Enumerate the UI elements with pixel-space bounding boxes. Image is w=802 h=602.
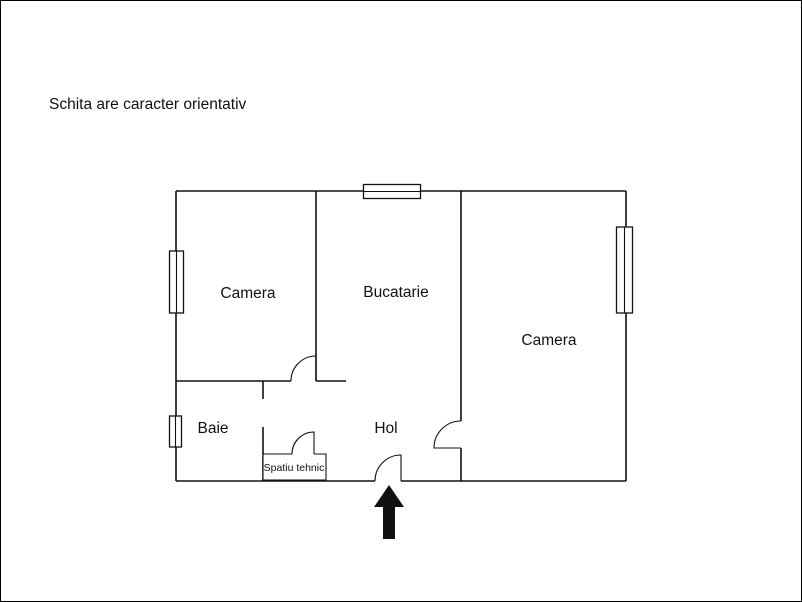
door-arc-camera-left <box>290 355 317 382</box>
room-label-hol: Hol <box>374 420 397 437</box>
room-label-camera-left: Camera <box>220 285 276 302</box>
room-labels: Camera Bucatarie Camera Baie Hol Spatiu … <box>197 284 576 474</box>
disclaimer-text: Schita are caracter orientativ <box>49 96 247 113</box>
entrance-arrow-icon <box>374 485 404 539</box>
door-arc-camera-right <box>433 420 462 449</box>
door-arc-spatiu-tehnic <box>291 431 315 455</box>
room-label-baie: Baie <box>197 420 228 437</box>
spatiu-tehnic-box <box>262 453 327 481</box>
room-label-bucatarie: Bucatarie <box>363 284 428 301</box>
windows <box>168 183 634 448</box>
door-arc-entrance <box>374 454 402 482</box>
room-label-camera-right: Camera <box>521 332 577 349</box>
doors <box>290 355 462 482</box>
room-label-spatiu-tehnic: Spatiu tehnic <box>264 462 325 474</box>
interior-walls <box>176 191 462 481</box>
